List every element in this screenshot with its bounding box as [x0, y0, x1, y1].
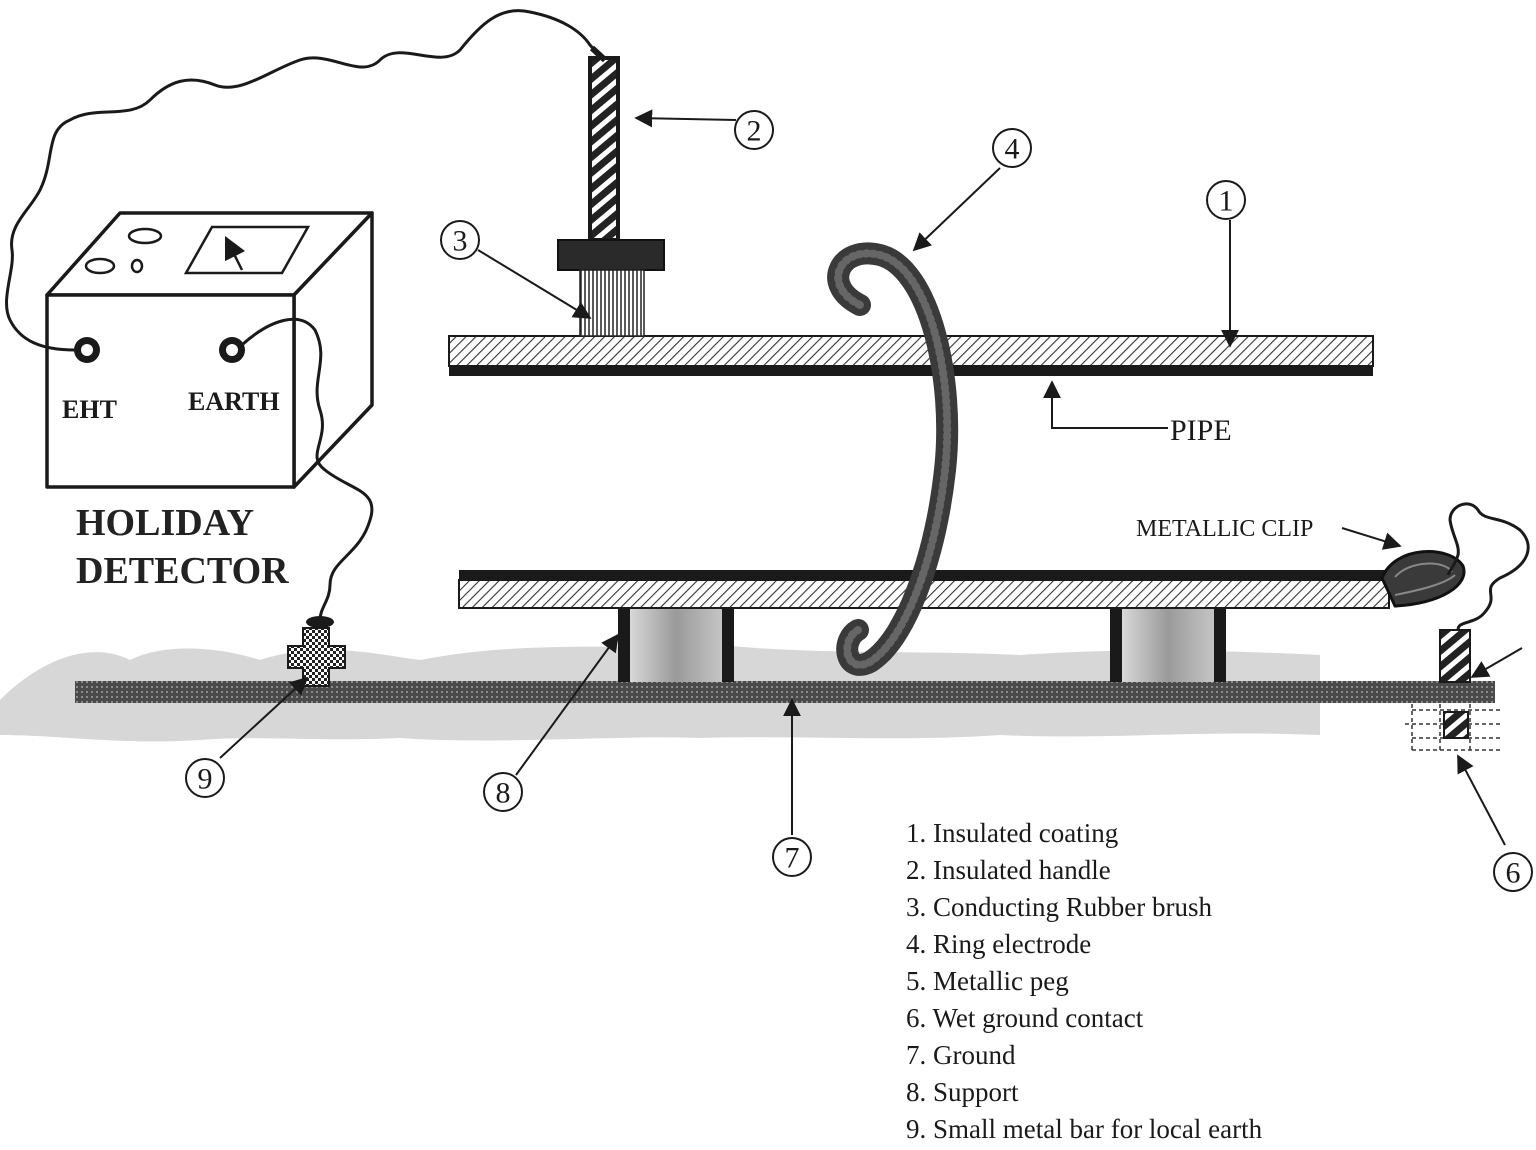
metallic-clip-label: METALLIC CLIP	[1136, 516, 1313, 542]
cable-plug-icon	[589, 45, 608, 63]
svg-text:2: 2	[747, 115, 762, 148]
holiday-detector-box	[45, 211, 374, 489]
callout-8: 8	[483, 772, 523, 812]
legend-item-3: 3. Conducting Rubber brush	[906, 892, 1212, 922]
callout-1: 1	[1206, 180, 1246, 220]
earth-cable-plug-icon	[306, 616, 334, 628]
metallic-peg	[1439, 629, 1471, 683]
callout-4: 4	[992, 128, 1032, 168]
detector-title-line1: HOLIDAY	[76, 502, 254, 544]
svg-text:8: 8	[496, 777, 511, 810]
leader-lines	[219, 109, 1523, 846]
legend-item-4: 4. Ring electrode	[906, 929, 1091, 959]
legend-item-8: 8. Support	[906, 1077, 1019, 1107]
legend-item-1: 1. Insulated coating	[906, 818, 1118, 848]
legend-item-9: 9. Small metal bar for local earth	[906, 1114, 1263, 1144]
wet-ground-contact	[1405, 704, 1500, 752]
callout-6: 6	[1493, 852, 1533, 892]
svg-text:9: 9	[198, 763, 213, 796]
svg-text:6: 6	[1506, 857, 1521, 890]
callout-7: 7	[772, 837, 812, 877]
svg-text:1: 1	[1219, 185, 1234, 218]
eht-terminal	[74, 337, 100, 363]
legend-item-5: 5. Metallic peg	[906, 966, 1069, 996]
ring-electrode	[827, 242, 959, 676]
legend: 1. Insulated coating 2. Insulated handle…	[906, 818, 1263, 1144]
pipe-support-2	[1110, 606, 1226, 682]
brush-head	[557, 239, 665, 271]
legend-item-7: 7. Ground	[906, 1040, 1016, 1070]
legend-item-2: 2. Insulated handle	[906, 855, 1111, 885]
pipe-upper-wall	[448, 335, 1374, 376]
ground	[75, 681, 1495, 703]
local-earth-bar	[287, 627, 346, 687]
peg-cable	[1446, 502, 1530, 631]
svg-text:3: 3	[453, 225, 468, 258]
metallic-clip	[1380, 550, 1466, 608]
pipe-support-1	[618, 606, 734, 682]
earth-cable	[242, 317, 374, 621]
earth-terminal	[219, 337, 245, 363]
callout-3: 3	[440, 220, 480, 260]
detector-top-details	[84, 225, 311, 275]
eht-label: EHT	[62, 395, 117, 424]
svg-text:7: 7	[785, 842, 800, 875]
legend-item-6: 6. Wet ground contact	[906, 1003, 1144, 1033]
callout-2: 2	[734, 110, 774, 150]
eht-cable	[5, 9, 605, 352]
meter-needle-icon	[224, 235, 246, 271]
earth-label: EARTH	[188, 387, 280, 416]
callout-9: 9	[185, 758, 225, 798]
insulated-handle	[588, 56, 620, 242]
svg-text:4: 4	[1005, 133, 1020, 166]
detector-title-line2: DETECTOR	[76, 550, 289, 592]
pipe-label: PIPE	[1170, 414, 1232, 447]
metallic-peg-buried	[1443, 711, 1469, 739]
conducting-rubber-brush	[579, 269, 645, 337]
